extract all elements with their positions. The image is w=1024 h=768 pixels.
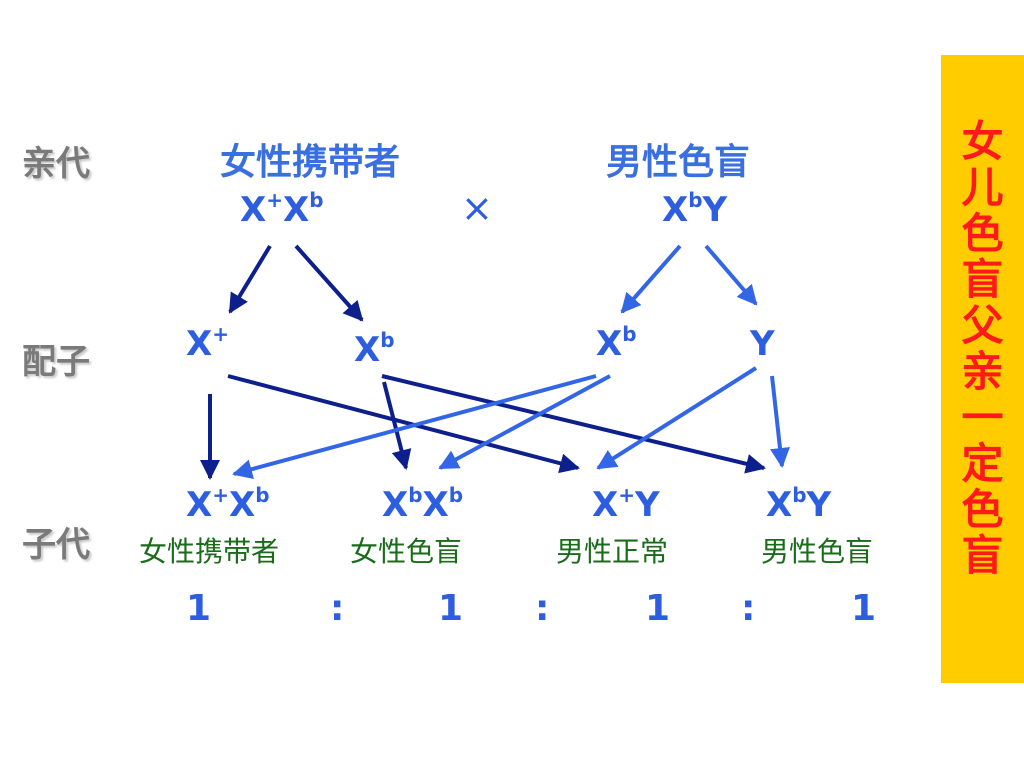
offspring-genotype-1: X+Xb	[186, 483, 270, 525]
arrow-male-to-xb	[620, 244, 682, 314]
arrow-xb-to-offspring2	[382, 381, 412, 470]
arrow-female-to-xplus	[228, 244, 272, 314]
offspring-genotype-4: XbY	[766, 483, 832, 525]
offspring-phenotype-3: 男性正常	[556, 535, 669, 568]
side-banner-char: 盲	[961, 255, 1004, 304]
side-banner-char: 盲	[961, 531, 1004, 580]
ratio-value-3: 1	[645, 588, 671, 629]
side-banner-char: 儿	[961, 163, 1004, 212]
gamete-female-x-plus: X+	[186, 322, 229, 364]
arrow-y-to-offspring4	[770, 375, 790, 468]
offspring-phenotype-4: 男性色盲	[761, 535, 874, 568]
ratio-value-1: 1	[186, 588, 212, 629]
generation-label-offspring: 子代	[22, 525, 90, 565]
side-banner-char: 色	[961, 485, 1004, 534]
offspring-genotype-2: XbXb	[382, 483, 464, 525]
arrow-male-xb-to-offspring2	[438, 374, 611, 470]
arrow-female-to-xb	[294, 244, 364, 322]
gamete-female-x-b: Xb	[354, 328, 395, 370]
parent-male-genotype: XbY	[662, 188, 728, 230]
ratio-separator-2: :	[535, 588, 550, 629]
gamete-male-x-b: Xb	[596, 322, 637, 364]
offspring-genotype-3: X+Y	[592, 483, 660, 525]
offspring-phenotype-1: 女性携带者	[139, 535, 280, 568]
generation-label-gamete: 配子	[22, 342, 90, 382]
arrow-male-to-y	[704, 244, 758, 306]
ratio-separator-1: :	[330, 588, 345, 629]
side-banner-char: 父	[961, 301, 1004, 350]
offspring-phenotype-2: 女性色盲	[350, 535, 463, 568]
side-banner: 女儿色盲父亲一定色盲	[941, 55, 1024, 683]
ratio-separator-3: :	[741, 588, 756, 629]
parent-female-phenotype: 女性携带者	[220, 142, 401, 183]
arrow-xplus-to-offspring3	[227, 374, 580, 474]
parent-male-phenotype: 男性色盲	[606, 142, 751, 183]
parent-female-genotype: X+Xb	[240, 188, 324, 230]
side-banner-char: 定	[961, 439, 1004, 488]
side-banner-char: 色	[961, 209, 1004, 258]
ratio-value-4: 1	[851, 588, 877, 629]
arrow-xb-to-offspring4	[381, 374, 766, 474]
side-banner-char: 一	[961, 393, 1004, 442]
side-banner-char: 亲	[961, 347, 1004, 396]
generation-label-parent: 亲代	[22, 144, 90, 184]
arrow-male-xb-to-offspring1	[232, 374, 597, 479]
side-banner-char: 女	[961, 117, 1004, 166]
side-banner-text: 女儿色盲父亲一定色盲	[941, 119, 1024, 579]
cross-symbol: ×	[461, 186, 493, 230]
arrow-y-to-offspring3	[596, 366, 758, 470]
gamete-male-y: Y	[750, 324, 775, 364]
ratio-value-2: 1	[438, 588, 464, 629]
